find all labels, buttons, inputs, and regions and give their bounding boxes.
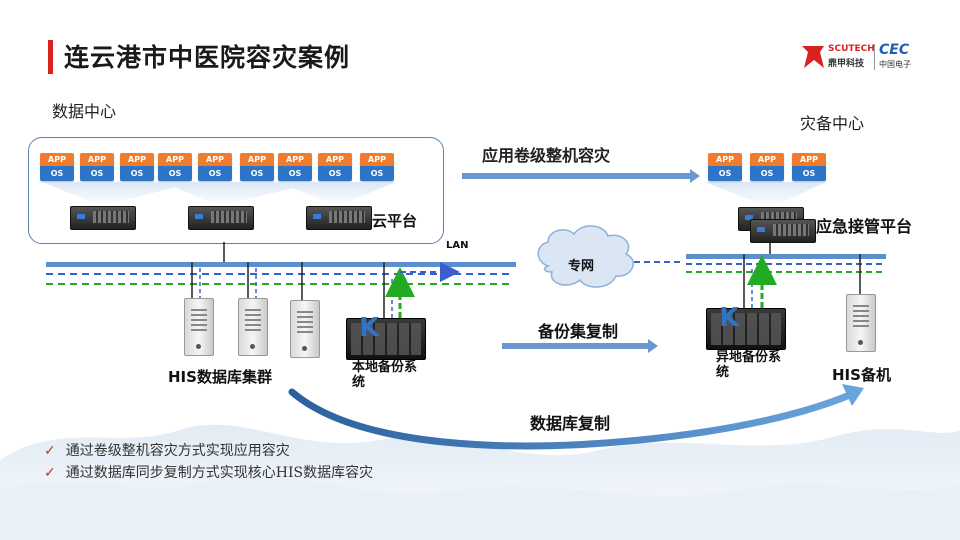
chip-os-label: OS [40,166,74,181]
chip-os-label: OS [158,166,192,181]
his-standby-label: HIS备机 [832,366,891,384]
title-accent-bar [48,40,53,74]
his-server-2 [238,298,268,356]
db-replication-label: 数据库复制 [530,414,611,433]
chip-os-label: OS [120,166,154,181]
scutech-logo-icon [802,46,824,68]
cloud-platform-label: 云平台 [372,212,418,230]
logo-brand1-sub: 鼎甲科技 [828,59,865,69]
check-icon: ✓ [44,465,56,481]
his-server-1 [184,298,214,356]
backup-logo-icon: K [359,313,380,343]
remote-backup-label: 异地备份系 统 [716,350,782,380]
backup-copy-label: 备份集复制 [538,322,619,341]
chip-os-label: OS [360,166,394,181]
chip-app-label: APP [198,153,232,166]
data-center-label: 数据中心 [52,102,117,121]
brand-logo: SCUTECH 鼎甲科技 CEC 中国电子 [800,42,920,74]
local-backup-rack: K [346,313,426,360]
chip-app-label: APP [40,153,74,166]
chip-app-label: APP [158,153,192,166]
page-title: 连云港市中医院容灾案例 [64,43,351,72]
remote-backup-logo-icon: K [719,303,740,333]
chip-app-label: APP [792,153,826,166]
chip-os-label: OS [318,166,352,181]
background-mountains [0,424,960,540]
chip-app-label: APP [708,153,742,166]
his-server-3 [290,300,320,358]
bullet-1: ✓ 通过卷级整机容灾方式实现应用容灾 [44,440,290,460]
lan-label: LAN [446,240,469,251]
bullet-2-text: 通过数据库同步复制方式实现核心HIS数据库容灾 [65,465,374,481]
chip-app-label: APP [120,153,154,166]
chip-app-label: APP [318,153,352,166]
chip-app-label: APP [240,153,274,166]
chip-os-label: OS [750,166,784,181]
emergency-server-2 [750,219,816,243]
private-network-label: 专网 [568,259,595,274]
logo-brand1: SCUTECH [828,44,875,54]
logo-brand2: CEC [879,42,910,58]
logo-brand2-sub: 中国电子 [879,60,911,69]
chip-app-label: APP [278,153,312,166]
chip-os-label: OS [198,166,232,181]
cloud-server-3 [306,206,372,230]
chip-os-label: OS [708,166,742,181]
chip-app-label: APP [80,153,114,166]
chip-os-label: OS [278,166,312,181]
chip-os-label: OS [792,166,826,181]
cloud-server-2 [188,206,254,230]
bullet-1-text: 通过卷级整机容灾方式实现应用容灾 [65,443,290,459]
chip-os-label: OS [240,166,274,181]
local-backup-label: 本地备份系 统 [352,360,418,390]
check-icon: ✓ [44,443,56,459]
emergency-platform-label: 应急接管平台 [816,217,913,236]
remote-backup-rack: K [706,303,786,350]
his-standby-server [846,294,876,352]
chip-app-label: APP [360,153,394,166]
dr-center-label: 灾备中心 [800,114,865,133]
cloud-server-1 [70,206,136,230]
chip-app-label: APP [750,153,784,166]
chip-os-label: OS [80,166,114,181]
bullet-2: ✓ 通过数据库同步复制方式实现核心HIS数据库容灾 [44,462,373,482]
app-volume-dr-label: 应用卷级整机容灾 [482,146,611,165]
logo-divider [874,44,875,70]
his-cluster-label: HIS数据库集群 [168,368,272,386]
